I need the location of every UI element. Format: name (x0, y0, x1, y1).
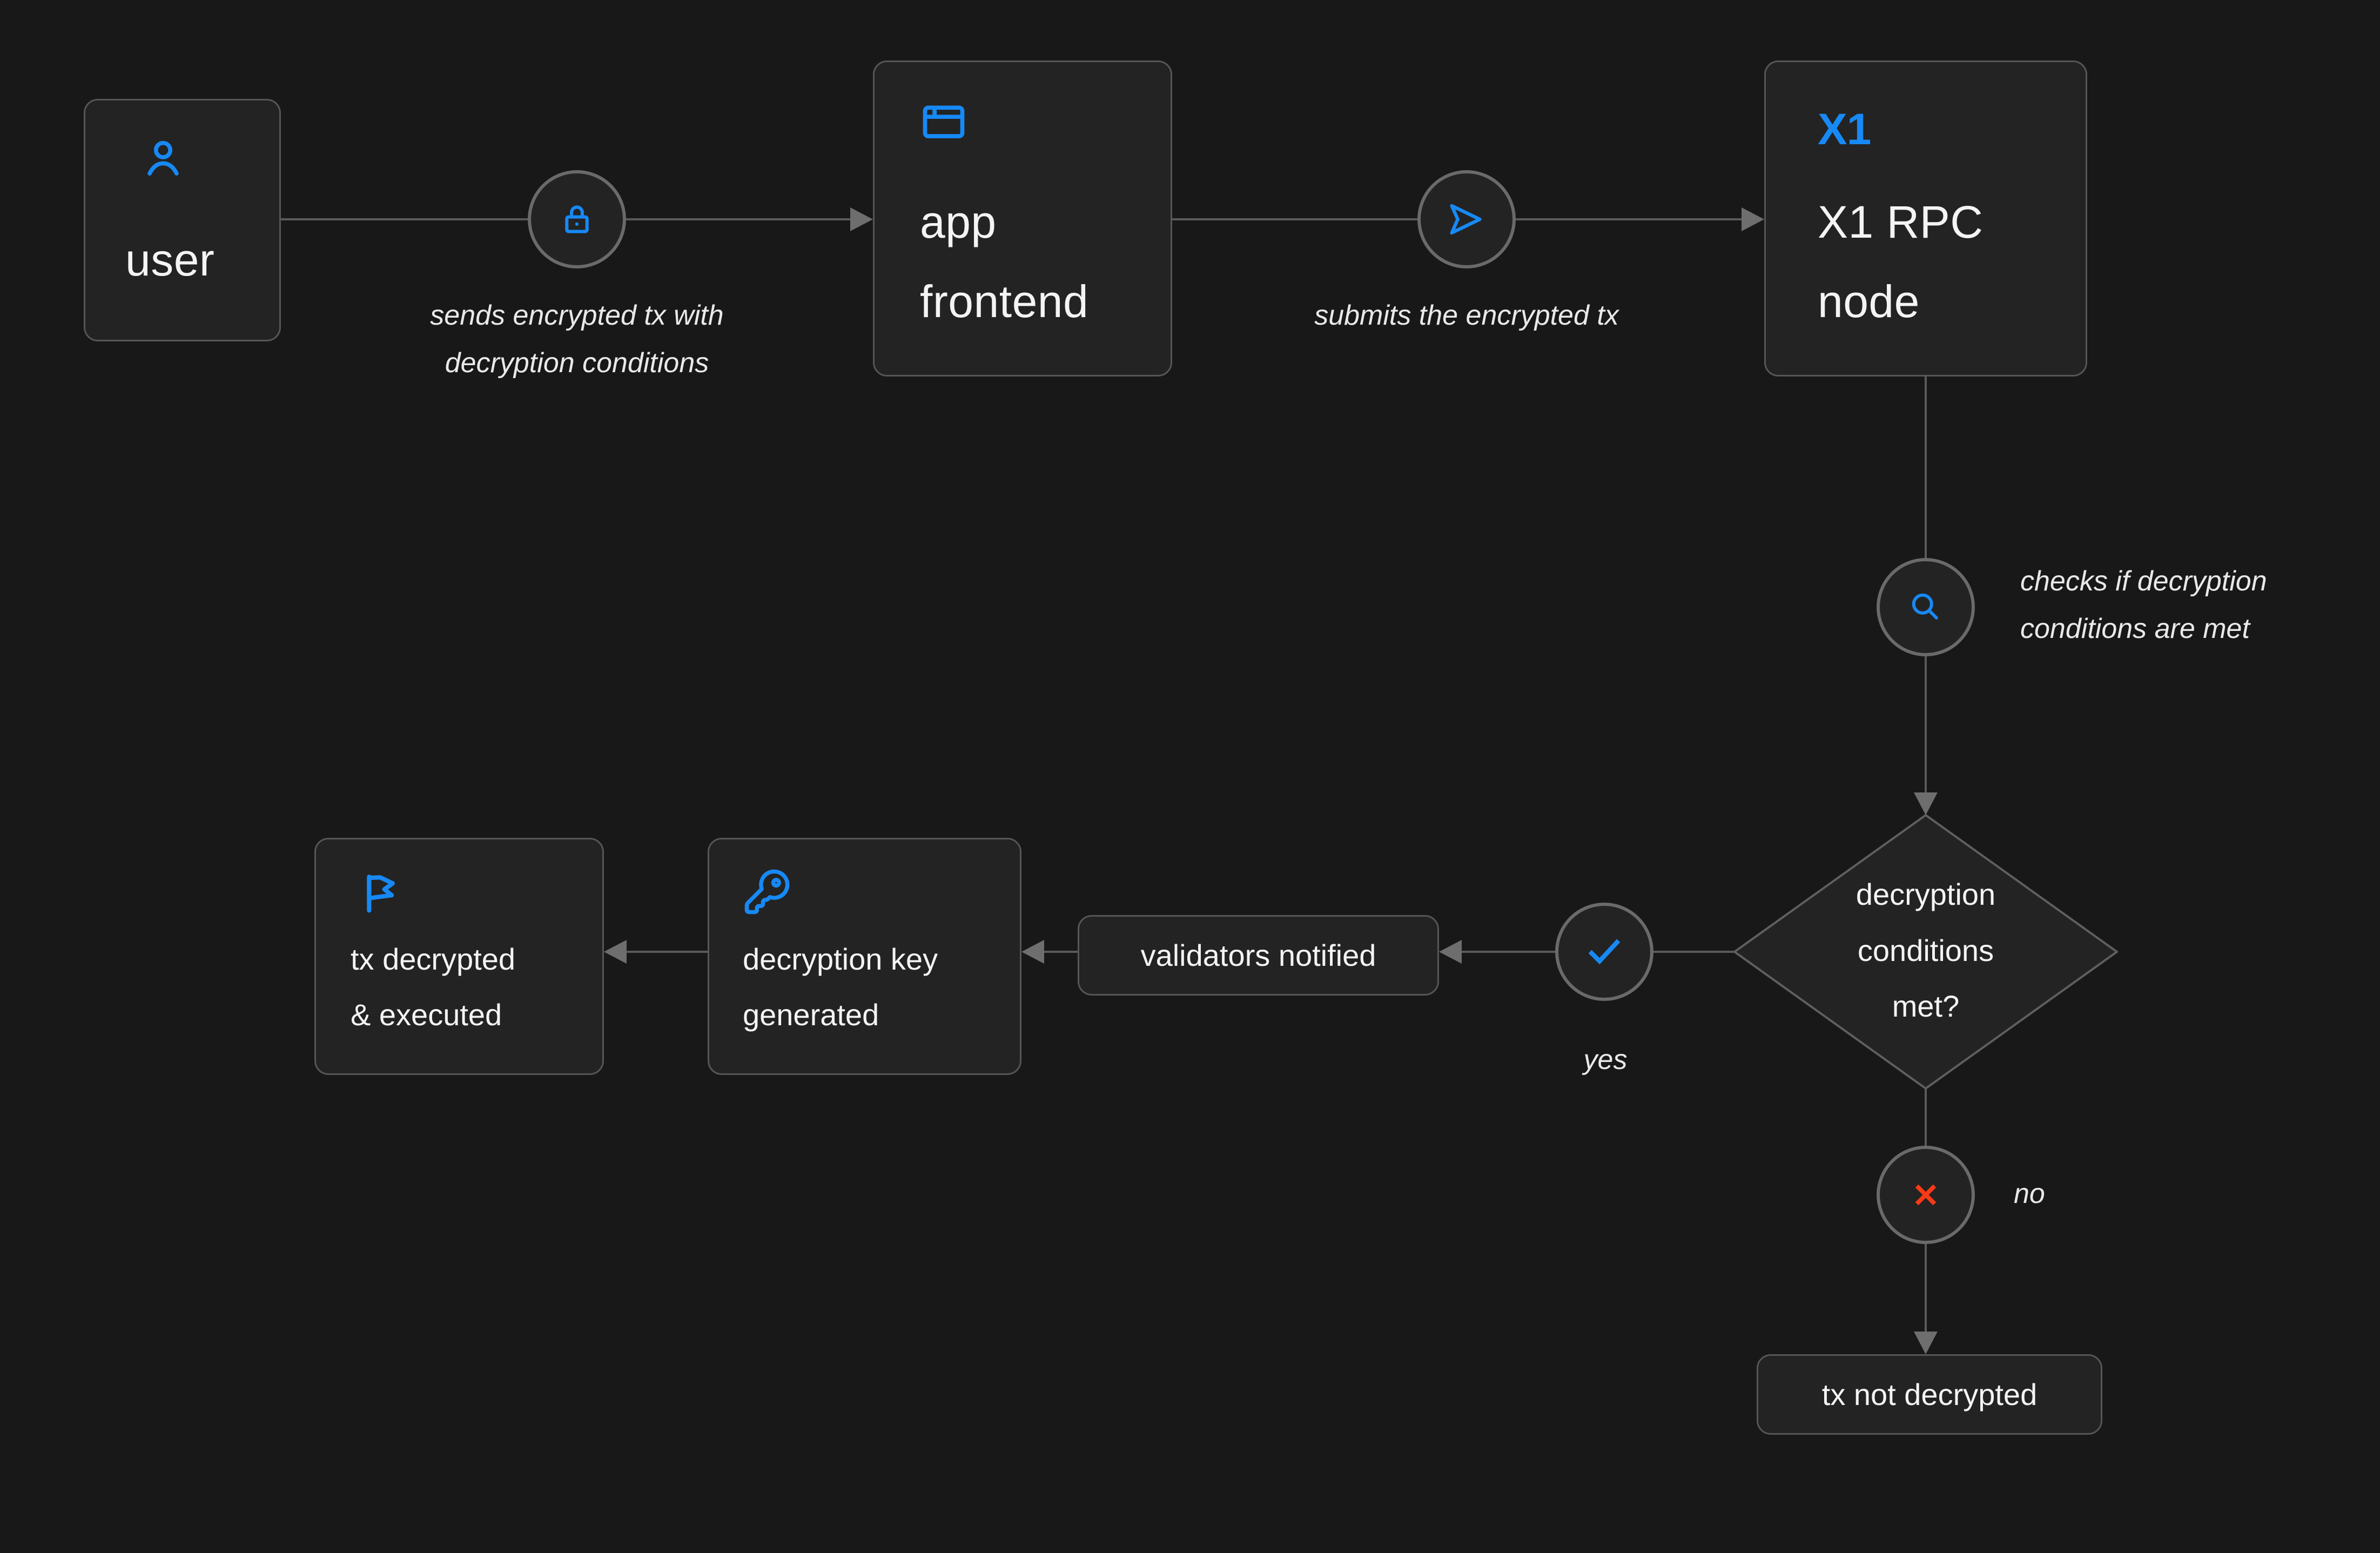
node-tx-not-decrypted: tx not decrypted (1757, 1354, 2102, 1435)
x-icon (1907, 1176, 1944, 1213)
edge-label-submit-tx: submits the encrypted tx (1314, 300, 1619, 331)
person-icon (139, 135, 260, 183)
node-decryption-key-generated-label: decryption key generated (743, 942, 938, 1032)
app-window-icon (920, 98, 1154, 145)
node-decryption-key-generated: decryption key generated (708, 838, 1021, 1075)
send-badge-circle (1417, 170, 1516, 268)
key-icon (743, 868, 1007, 916)
arrowhead-into-txdecrypted (604, 940, 627, 964)
search-badge-circle (1877, 558, 1975, 656)
edge-label-yes: yes (1583, 1044, 1628, 1075)
node-tx-decrypted-executed: tx decrypted & executed (314, 838, 604, 1075)
arrowhead-into-decision (1914, 792, 1938, 815)
node-user-label: user (125, 234, 215, 285)
arrowhead-into-appfrontend (850, 207, 873, 231)
node-user: user (84, 99, 281, 341)
node-x1-rpc: X1 X1 RPC node (1764, 60, 2087, 377)
node-x1-rpc-label: X1 RPC node (1818, 197, 1984, 327)
badge-circles (528, 170, 1975, 1244)
lock-badge-circle (528, 170, 626, 268)
decision-diamond (1733, 814, 2118, 1090)
edge-label-no: no (2014, 1178, 2045, 1209)
arrowhead-into-x1node (1742, 207, 1764, 231)
lock-icon (559, 201, 595, 237)
node-app-frontend-label: app frontend (920, 197, 1089, 327)
decision-label: decryption conditions met? (1855, 877, 1996, 1024)
arrowhead-into-validators (1439, 940, 1462, 964)
edge-label-send-tx: sends encrypted tx with decryption condi… (430, 300, 724, 379)
check-badge-circle (1555, 903, 1653, 1001)
node-validators-notified-label: validators notified (1140, 938, 1376, 972)
node-app-frontend: app frontend (873, 60, 1172, 377)
search-icon (1907, 589, 1942, 623)
send-icon (1444, 199, 1485, 240)
check-icon (1583, 931, 1625, 973)
arrowheads (604, 207, 1938, 1354)
node-validators-notified: validators notified (1078, 915, 1439, 996)
x1-logo: X1 (1818, 105, 1871, 154)
node-tx-decrypted-executed-label: tx decrypted & executed (351, 942, 516, 1032)
arrowhead-into-txnotdecrypted (1914, 1332, 1938, 1354)
arrowhead-into-keygenerated (1021, 940, 1044, 964)
edge-label-check-conditions: checks if decryption conditions are met (2020, 566, 2267, 645)
flag-icon (359, 870, 589, 917)
node-tx-not-decrypted-label: tx not decrypted (1821, 1377, 2038, 1411)
